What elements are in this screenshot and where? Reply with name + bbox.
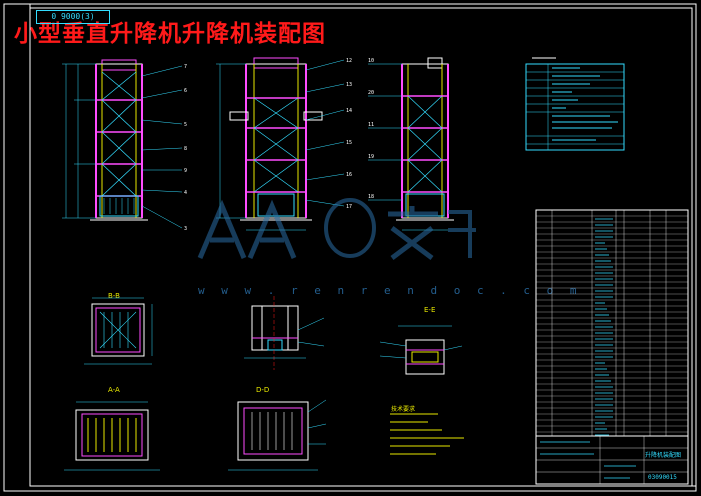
watermark-logo	[197, 198, 476, 260]
svg-text:3: 3	[184, 226, 187, 232]
title-block-name: 升降机装配图	[645, 452, 682, 459]
tech-notes-lines	[390, 413, 464, 455]
corner-marks	[29, 4, 696, 487]
svg-text:13: 13	[346, 82, 352, 88]
section-view-e	[379, 325, 463, 375]
svg-text:15: 15	[346, 140, 352, 146]
scale-label: 0 9000(3)	[36, 10, 110, 24]
tower-view-front: 7 6 5 8 9 4 3	[62, 59, 187, 232]
spec-table	[525, 57, 625, 151]
section-label-d: D-D	[256, 386, 270, 394]
section-label-e: E-E	[424, 306, 436, 314]
svg-text:5: 5	[184, 122, 187, 128]
drawing-title: 小型垂直升降机升降机装配图	[14, 21, 326, 47]
section-view-a	[64, 401, 160, 471]
svg-text:17: 17	[346, 204, 352, 210]
inner-frame	[29, 7, 693, 487]
tower-view-rear: 10 20 11 19 18	[368, 57, 454, 231]
detail-view-middle	[244, 296, 325, 370]
svg-text:18: 18	[368, 194, 374, 200]
svg-text:9: 9	[184, 168, 187, 174]
outer-frame	[3, 3, 697, 492]
svg-text:10: 10	[368, 58, 374, 64]
svg-text:7: 7	[184, 64, 187, 70]
tech-notes-heading: 技术要求	[391, 406, 416, 413]
parts-list-table	[535, 209, 689, 437]
svg-text:19: 19	[368, 154, 374, 160]
tower-view-side: 12 13 14 15 16 17	[216, 57, 352, 231]
svg-text:6: 6	[184, 88, 187, 94]
svg-text:14: 14	[346, 108, 352, 114]
svg-text:4: 4	[184, 190, 187, 196]
watermark-site-text: w w w . r e n r e n d o c . c o m	[198, 284, 582, 297]
svg-text:12: 12	[346, 58, 352, 64]
section-view-d	[228, 399, 327, 471]
svg-text:11: 11	[368, 122, 374, 128]
section-view-b	[84, 297, 153, 365]
section-label-a: A-A	[108, 386, 120, 394]
svg-text:16: 16	[346, 172, 352, 178]
svg-text:8: 8	[184, 146, 187, 152]
title-block	[535, 435, 689, 485]
drawing-number: 03090015	[648, 474, 677, 481]
svg-text:20: 20	[368, 90, 374, 96]
section-label-b: B-B	[108, 292, 120, 300]
